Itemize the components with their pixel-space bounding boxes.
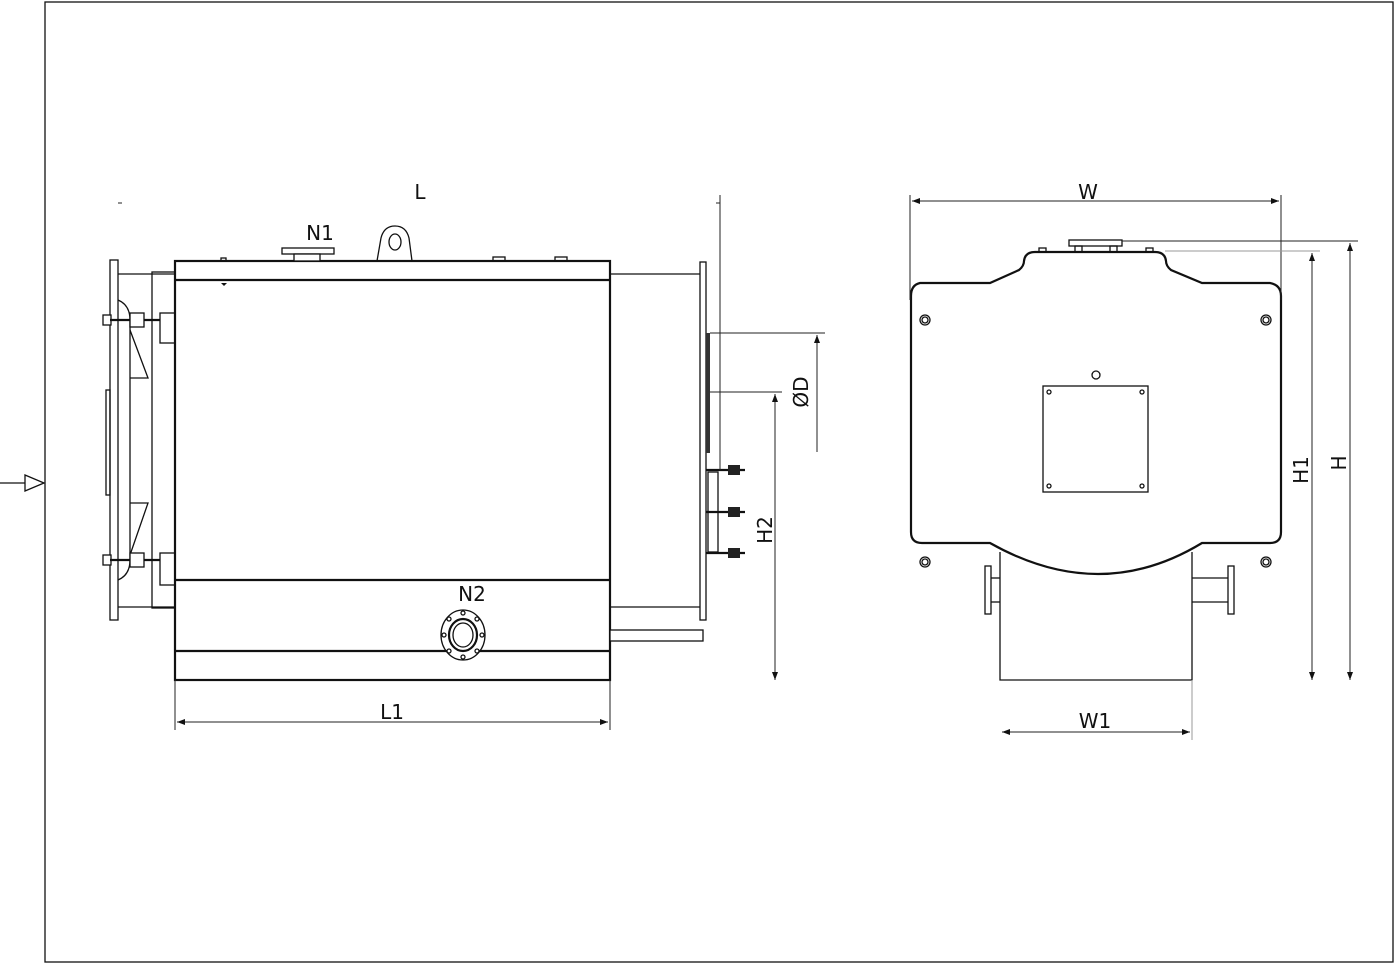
nozzle-n2 bbox=[440, 609, 486, 661]
label-l1: L1 bbox=[380, 700, 404, 724]
base-box bbox=[999, 552, 1193, 681]
top-nozzle-flange bbox=[1068, 239, 1123, 247]
label-h: H bbox=[1327, 455, 1351, 470]
dimension-diameter: ØD bbox=[710, 332, 825, 452]
dimension-h: H bbox=[1122, 240, 1358, 680]
lifting-lug bbox=[376, 225, 413, 262]
drawing-border bbox=[44, 1, 1394, 963]
dimension-l: L bbox=[118, 180, 721, 470]
label-w1: W1 bbox=[1079, 709, 1112, 733]
main-body bbox=[173, 259, 612, 682]
bolt-top bbox=[102, 312, 176, 344]
label-n2: N2 bbox=[458, 582, 486, 606]
outlet-pipe-flange bbox=[706, 333, 710, 453]
label-h1: H1 bbox=[1289, 456, 1313, 484]
right-flange-plate bbox=[699, 261, 707, 621]
terminal-cover bbox=[1042, 385, 1149, 493]
dimension-w1: W1 bbox=[1002, 680, 1193, 740]
drain-pipe bbox=[609, 629, 704, 642]
dimension-h2: H2 bbox=[753, 394, 778, 680]
corner-bolts bbox=[919, 314, 1272, 568]
label-n1: N1 bbox=[306, 221, 334, 245]
bolt-bottom bbox=[102, 552, 176, 586]
left-pipe-flange bbox=[984, 565, 992, 615]
label-h2: H2 bbox=[753, 516, 777, 544]
heater-terminals bbox=[706, 465, 745, 558]
front-panel-outline bbox=[909, 250, 1283, 576]
label-diameter: ØD bbox=[789, 376, 813, 407]
label-l: L bbox=[414, 180, 426, 204]
indicator-hole bbox=[1091, 370, 1101, 380]
nozzle-n1 bbox=[281, 247, 335, 262]
label-w: W bbox=[1078, 180, 1098, 204]
dimension-h1: H1 bbox=[1165, 250, 1320, 680]
dimension-l1: L1 bbox=[174, 680, 611, 730]
dimension-w: W bbox=[909, 180, 1282, 300]
flow-direction-arrow bbox=[0, 474, 46, 492]
left-flange-plate bbox=[109, 259, 119, 621]
side-view: L N1 N2 L1 ØD H2 bbox=[102, 180, 825, 730]
front-view: W H H1 W1 bbox=[909, 180, 1358, 740]
right-pipe-flange bbox=[1227, 565, 1235, 615]
